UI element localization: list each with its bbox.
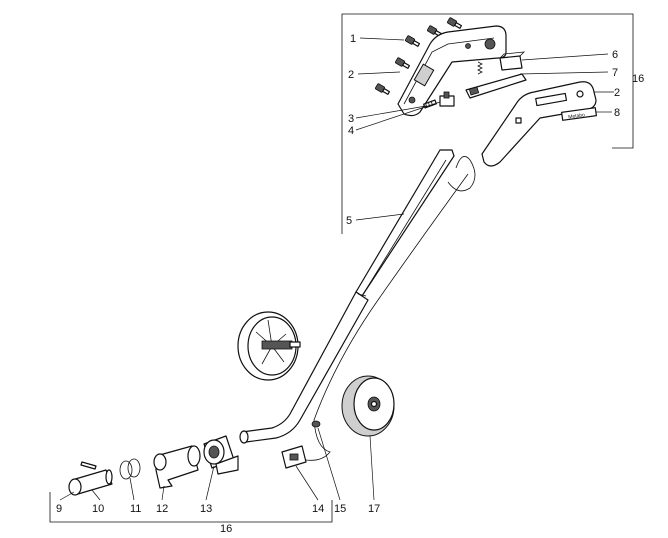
callout-15: 15: [334, 503, 346, 515]
callout-17: 17: [368, 503, 380, 515]
hub-part-13: [203, 435, 239, 475]
callout-16-lower: 16: [220, 523, 232, 535]
callout-9: 9: [56, 503, 62, 515]
callout-14: 14: [312, 503, 324, 515]
callout-1: 1: [350, 33, 356, 45]
cable-loop: [447, 156, 476, 192]
rating-plate-part-8: Metabo: [561, 107, 597, 121]
callout-2-upper: 2: [348, 69, 354, 81]
lever-part-7: [465, 73, 527, 99]
plug-part-14: [281, 445, 307, 469]
callout-3: 3: [348, 113, 354, 125]
cable: [305, 173, 469, 461]
group-bracket-upper: [341, 13, 634, 234]
callout-4: 4: [348, 125, 354, 137]
callout-6: 6: [612, 49, 618, 61]
wheel-left: [237, 311, 301, 381]
callout-16-upper: 16: [632, 73, 644, 85]
callout-7: 7: [612, 67, 618, 79]
handle-shell-lower-part-2: [481, 81, 597, 167]
spring-ring-part-11: [119, 458, 141, 480]
leader-lines: [59, 37, 614, 501]
callout-11: 11: [130, 503, 141, 515]
group-bracket-lower: [49, 492, 333, 523]
callout-2-lower: 2: [614, 87, 620, 99]
bracket-part-12: [153, 445, 201, 489]
tube-part-5: [239, 149, 455, 444]
axle-part-10: [68, 469, 113, 496]
callout-10: 10: [92, 503, 104, 515]
callout-labels: 1 2 3 4 5 6 7 16 2 8 9 10 11 12 13 14 15…: [56, 33, 644, 535]
spring: [477, 61, 483, 75]
rating-plate-text: Metabo: [568, 112, 586, 120]
callout-5: 5: [346, 215, 352, 227]
callout-8: 8: [614, 107, 620, 119]
cable-clip-part-15: [311, 420, 321, 428]
callout-12: 12: [156, 503, 168, 515]
block-part-6: [499, 51, 526, 71]
wheel-part-17: [341, 375, 395, 437]
pin-part-9: [80, 461, 97, 470]
handle-shell-upper-part-2: [397, 25, 507, 117]
callout-13: 13: [200, 503, 212, 515]
switch-part-4: [439, 91, 455, 107]
